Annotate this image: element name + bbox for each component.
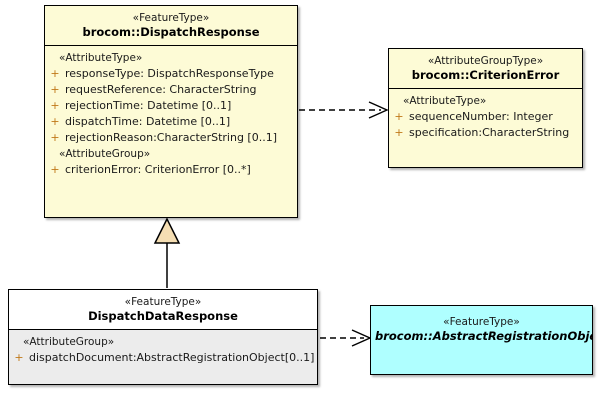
visibility-marker: + — [50, 163, 60, 176]
class-box-abstract-registration-object[interactable]: «FeatureType» brocom::AbstractRegistrati… — [370, 305, 593, 375]
compartment-group-label-attributegroup: «AttributeGroup» — [59, 148, 151, 160]
attribute-signature: sequenceNumber: Integer — [409, 110, 553, 123]
compartment-group-label-attributetype: «AttributeType» — [59, 52, 143, 64]
attribute-signature: dispatchDocument:AbstractRegistrationObj… — [29, 351, 315, 364]
dependency-dispatchresponse-to-criterionerror — [299, 101, 389, 119]
visibility-marker: + — [394, 126, 404, 139]
class-body-criterion-error: «AttributeType» + sequenceNumber: Intege… — [389, 89, 582, 145]
dependency-dispatchdataresponse-to-abstractregistrationobject — [320, 329, 372, 347]
class-box-criterion-error[interactable]: «AttributeGroupType» brocom::CriterionEr… — [388, 48, 583, 168]
attribute-signature: specification:CharacterString — [409, 126, 570, 139]
class-name-label: brocom::CriterionError — [411, 68, 560, 82]
visibility-marker: + — [394, 110, 404, 123]
attribute-signature: criterionError: CriterionError [0..*] — [65, 163, 251, 176]
attribute-row: + dispatchDocument:AbstractRegistrationO… — [9, 350, 317, 366]
compartment-group-label-attributetype: «AttributeType» — [403, 95, 487, 107]
class-name-label: DispatchDataResponse — [88, 309, 238, 323]
class-header-dispatch-data-response: «FeatureType» DispatchDataResponse — [9, 290, 317, 330]
attribute-signature: requestReference: CharacterString — [65, 83, 257, 96]
class-header-abstract-registration-object: «FeatureType» brocom::AbstractRegistrati… — [371, 306, 592, 349]
open-arrowhead-icon — [368, 101, 389, 119]
class-body-dispatch-response: «AttributeType» + responseType: Dispatch… — [45, 46, 297, 182]
attribute-signature: rejectionTime: Datetime [0..1] — [65, 99, 232, 112]
visibility-marker: + — [50, 83, 60, 96]
visibility-marker: + — [50, 99, 60, 112]
class-header-dispatch-response: «FeatureType» brocom::DispatchResponse — [45, 6, 297, 46]
class-name-label: brocom::AbstractRegistrationObject — [375, 329, 593, 343]
attribute-row: + rejectionTime: Datetime [0..1] — [45, 98, 297, 114]
generalization-dispatchdataresponse-to-dispatchresponse — [153, 217, 181, 288]
visibility-marker: + — [50, 131, 60, 144]
attribute-row: + dispatchTime: Datetime [0..1] — [45, 114, 297, 130]
attribute-row: + sequenceNumber: Integer — [389, 109, 582, 125]
compartment-group-label-attributegroup: «AttributeGroup» — [23, 336, 115, 348]
attribute-row: + rejectionReason:CharacterString [0..1] — [45, 130, 297, 146]
class-body-dispatch-data-response: «AttributeGroup» + dispatchDocument:Abst… — [9, 330, 317, 370]
attribute-signature: responseType: DispatchResponseType — [65, 67, 274, 80]
stereotype-label: «FeatureType» — [132, 12, 210, 24]
visibility-marker: + — [50, 115, 60, 128]
class-box-dispatch-response[interactable]: «FeatureType» brocom::DispatchResponse «… — [44, 5, 298, 218]
attribute-row: + specification:CharacterString — [389, 125, 582, 141]
class-header-criterion-error: «AttributeGroupType» brocom::CriterionEr… — [389, 49, 582, 89]
hollow-triangle-arrowhead-icon — [153, 217, 181, 244]
attribute-row: + criterionError: CriterionError [0..*] — [45, 162, 297, 178]
visibility-marker: + — [14, 351, 24, 364]
visibility-marker: + — [50, 67, 60, 80]
attribute-signature: dispatchTime: Datetime [0..1] — [65, 115, 231, 128]
stereotype-label: «FeatureType» — [124, 296, 202, 308]
attribute-row: + responseType: DispatchResponseType — [45, 66, 297, 82]
stereotype-label: «AttributeGroupType» — [427, 55, 544, 67]
stereotype-label: «FeatureType» — [443, 316, 520, 328]
class-box-dispatch-data-response[interactable]: «FeatureType» DispatchDataResponse «Attr… — [8, 289, 318, 385]
attribute-signature: rejectionReason:CharacterString [0..1] — [65, 131, 277, 144]
attribute-row: + requestReference: CharacterString — [45, 82, 297, 98]
open-arrowhead-icon — [351, 329, 372, 347]
class-name-label: brocom::DispatchResponse — [82, 25, 260, 39]
